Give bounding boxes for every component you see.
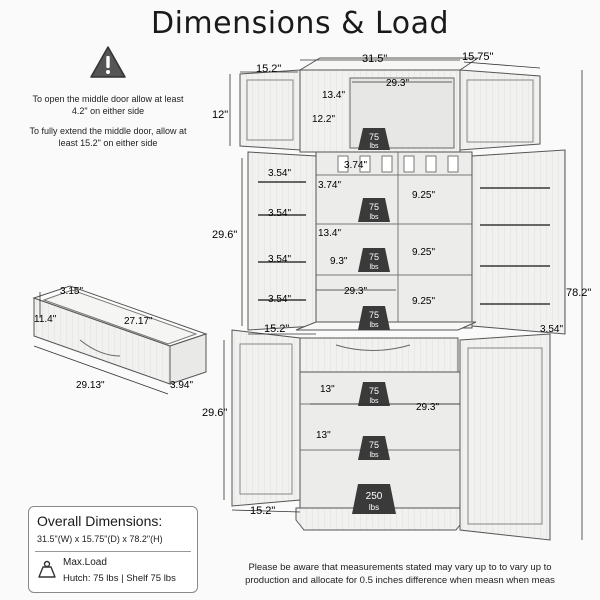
total-height-label: 78.2" (566, 287, 591, 299)
weight-mid-3-unit: lbs (370, 322, 379, 329)
overall-dimensions-panel: Overall Dimensions: 31.5"(W) x 15.75"(D)… (28, 506, 198, 593)
max-load-value: Hutch: 75 lbs | Shelf 75 lbs (63, 573, 176, 584)
shelf-gap-3-label: 9.25" (412, 296, 435, 307)
top-left-door-label: 15.2" (256, 63, 281, 75)
middle-inner-width-label: 29.3" (344, 286, 367, 297)
weight-mid-3-value: 75 (369, 310, 379, 320)
weight-bot-1-unit: lbs (370, 398, 379, 405)
weight-top: 75 lbs (358, 128, 390, 150)
drawer-depth-label: 3.94" (170, 380, 193, 391)
weight-bot-2-unit: lbs (370, 452, 379, 459)
weight-top-value: 75 (369, 132, 379, 142)
right-pocket-label: 3.54" (540, 324, 563, 335)
max-load-label: Max.Load (63, 557, 107, 568)
bottom-door-width-label: 15.2" (250, 505, 275, 517)
disclaimer-text: Please be aware that measurements stated… (245, 562, 555, 586)
bottom-inner-width-label: 29.3" (416, 402, 439, 413)
page-title: Dimensions & Load (150, 6, 450, 41)
weight-markers: 75 lbs 75 lbs 75 lbs 75 lbs 75 lbs (352, 128, 396, 514)
dimension-lines (33, 59, 583, 540)
drawer-length-label: 29.13" (76, 380, 105, 391)
warning-panel: To open the middle door allow at least 4… (28, 44, 188, 149)
middle-height-label: 29.6" (212, 229, 237, 241)
drawer-height-label: 3.15" (60, 286, 83, 297)
warning-icon (90, 46, 126, 78)
middle-depth-label: 13.4" (318, 228, 341, 239)
weight-top-unit: lbs (370, 143, 379, 150)
overall-dimensions-value: 31.5"(W) x 15.75"(D) x 78.2"(H) (37, 534, 163, 544)
pocket-4-label: 3.54" (268, 294, 291, 305)
middle-door-width-label: 15.2" (264, 323, 289, 335)
weight-mid-2-unit: lbs (370, 264, 379, 271)
weight-bottom-value: 250 (366, 491, 383, 502)
drawer-drawing (32, 285, 208, 385)
weight-bottom: 250 lbs (352, 484, 396, 514)
shelf-gap-2-label: 9.25" (412, 247, 435, 258)
weight-bot-2-value: 75 (369, 440, 379, 450)
bottom-shelf-depth-2-label: 13" (316, 430, 331, 441)
weight-mid-1-value: 75 (369, 202, 379, 212)
weight-mid-1: 75 lbs (358, 198, 390, 222)
drawer-inner-length-label: 27.17" (124, 316, 153, 327)
pocket-1-label: 3.54" (268, 168, 291, 179)
cabinet-body (231, 57, 566, 541)
top-inner-height-label: 12.2" (312, 114, 335, 125)
middle-door-note: To open the middle door allow at least 4… (32, 94, 184, 116)
bottom-height-label: 29.6" (202, 407, 227, 419)
full-extend-note: To fully extend the middle door, allow a… (29, 126, 187, 148)
top-width-label: 31.5" (362, 53, 387, 65)
weight-mid-3: 75 lbs (358, 306, 390, 330)
shelf-depth-label: 9.3" (330, 256, 348, 267)
top-height-label: 12" (212, 109, 228, 121)
top-depth-label: 15.75" (462, 51, 494, 63)
weight-bot-1-value: 75 (369, 386, 379, 396)
weight-icon (38, 560, 56, 578)
shelf-gap-1-label: 9.25" (412, 190, 435, 201)
slot-1-label: 3.74" (344, 160, 367, 171)
overall-dimensions-heading: Overall Dimensions: (37, 513, 163, 529)
weight-mid-2-value: 75 (369, 252, 379, 262)
top-inner-width-label: 29.3" (386, 78, 409, 89)
weight-mid-2: 75 lbs (358, 248, 390, 272)
top-inner-depth-label: 13.4" (322, 90, 345, 101)
weight-mid-1-unit: lbs (370, 214, 379, 221)
pocket-2-label: 3.54" (268, 208, 291, 219)
pocket-3-label: 3.54" (268, 254, 291, 265)
weight-bot-1: 75 lbs (358, 382, 390, 406)
weight-bot-2: 75 lbs (358, 436, 390, 460)
summary-divider (35, 551, 191, 552)
weight-bottom-unit: lbs (369, 503, 379, 512)
bottom-shelf-depth-1-label: 13" (320, 384, 335, 395)
drawer-side-label: 11.4" (34, 314, 57, 325)
slot-2-label: 3.74" (318, 180, 341, 191)
